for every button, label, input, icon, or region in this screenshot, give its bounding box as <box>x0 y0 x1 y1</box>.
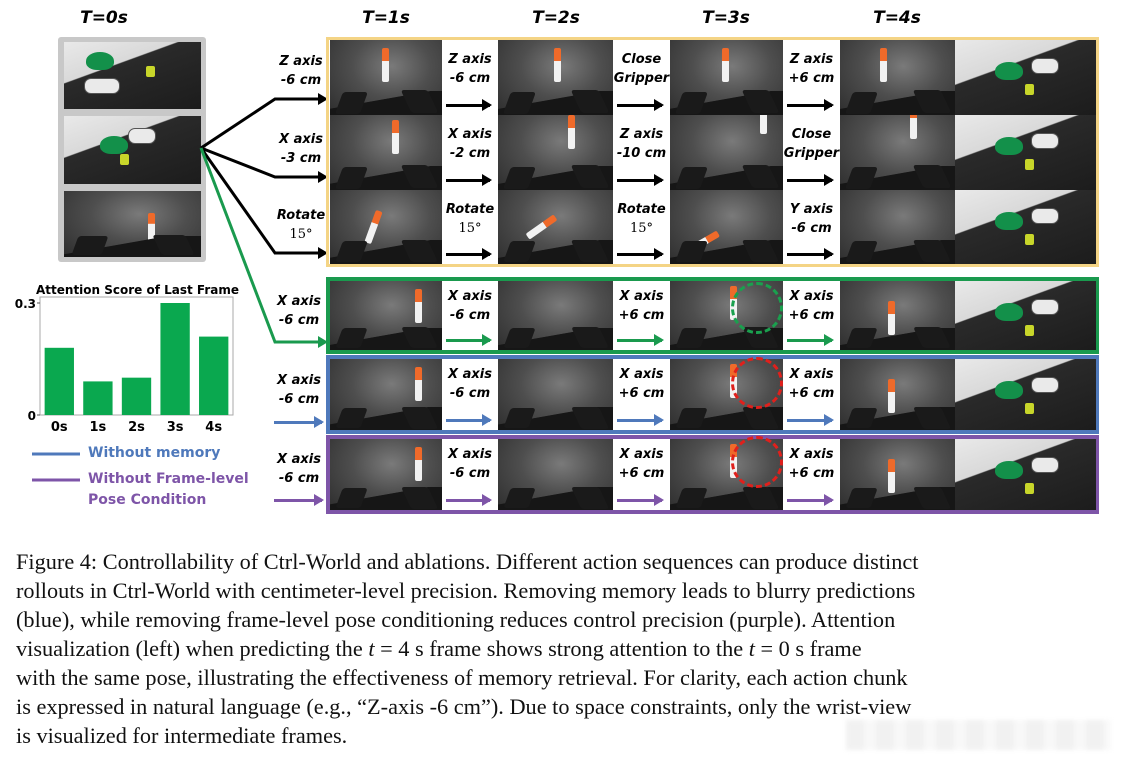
ctrl-world-ablation-row <box>326 277 1099 354</box>
ablation-arrow-purple <box>274 494 324 506</box>
legend-lines <box>32 452 80 482</box>
branch-arrow-1 <box>200 97 320 150</box>
x-tick-label: 2s <box>128 420 145 435</box>
caption-line: visualization (left) when predicting the… <box>16 636 862 661</box>
branch-arrows <box>199 93 328 348</box>
caption-line: rollouts in Ctrl-World with centimeter-l… <box>16 578 916 603</box>
initial-frame-panel <box>58 37 206 262</box>
figure-caption: Figure 4: Controllability of Ctrl-World … <box>16 547 1116 750</box>
caption-line: Figure 4: Controllability of Ctrl-World … <box>16 549 919 574</box>
y-tick-label: 0 <box>28 409 36 423</box>
caption-line: (blue), while removing frame-level pose … <box>16 607 896 632</box>
legend-label-without-pose-line2: Pose Condition <box>88 492 207 508</box>
arrowhead-3 <box>318 247 328 259</box>
ablation-initial-action-purple: X axis-6 cm <box>277 452 321 486</box>
bar-4s <box>199 336 229 415</box>
time-label-t1: T=1s <box>362 8 410 28</box>
x-tick-label: 4s <box>205 420 222 435</box>
chart-title: Attention Score of Last Frame <box>36 283 240 297</box>
ablation-initial-action-blue: X axis-6 cm <box>277 373 321 407</box>
time-label-t0: T=0s <box>80 8 128 28</box>
arrowhead-1 <box>318 93 328 105</box>
attention-bar-chart: 0s 1s 2s 3s 4s 0 0.3 <box>15 296 234 435</box>
time-label-t3: T=3s <box>702 8 750 28</box>
legend-label-without-memory: Without memory <box>88 445 221 461</box>
arrowhead-2 <box>318 171 328 183</box>
bar-2s <box>121 377 152 415</box>
x-tick-label: 1s <box>90 420 107 435</box>
arrowhead-green <box>318 336 328 348</box>
caption-line: is expressed in natural language (e.g., … <box>16 694 912 719</box>
time-label-t2: T=2s <box>532 8 580 28</box>
bar-3s <box>160 303 190 415</box>
caption-line: with the same pose, illustrating the eff… <box>16 665 908 690</box>
initial-action-1: Z axis-6 cm <box>279 54 323 88</box>
time-label-t4: T=4s <box>873 8 921 28</box>
ctrl-world-rollouts-panel <box>326 37 1099 267</box>
third-person-view-1-image <box>64 42 201 109</box>
x-tick-label: 3s <box>167 420 184 435</box>
bar-1s <box>83 381 113 415</box>
branch-arrow-green <box>199 147 320 344</box>
ablation-arrow-blue <box>274 416 324 428</box>
x-tick-label: 0s <box>51 420 68 435</box>
caption-line: is visualized for intermediate frames. <box>16 723 348 748</box>
legend-label-without-pose-line1: Without Frame-level <box>88 471 249 487</box>
third-person-view-2-image <box>64 116 201 184</box>
branch-arrow-3 <box>199 147 320 255</box>
y-tick-label: 0.3 <box>15 297 36 311</box>
branch-arrow-2 <box>200 146 320 179</box>
ablation-initial-action-green: X axis-6 cm <box>277 294 321 328</box>
without-memory-row <box>326 355 1099 434</box>
bar-0s <box>44 347 74 415</box>
initial-action-2: X axis-3 cm <box>279 132 323 166</box>
watermark <box>846 720 1111 750</box>
wrist-view-image <box>64 191 201 257</box>
without-pose-condition-row <box>326 435 1099 514</box>
